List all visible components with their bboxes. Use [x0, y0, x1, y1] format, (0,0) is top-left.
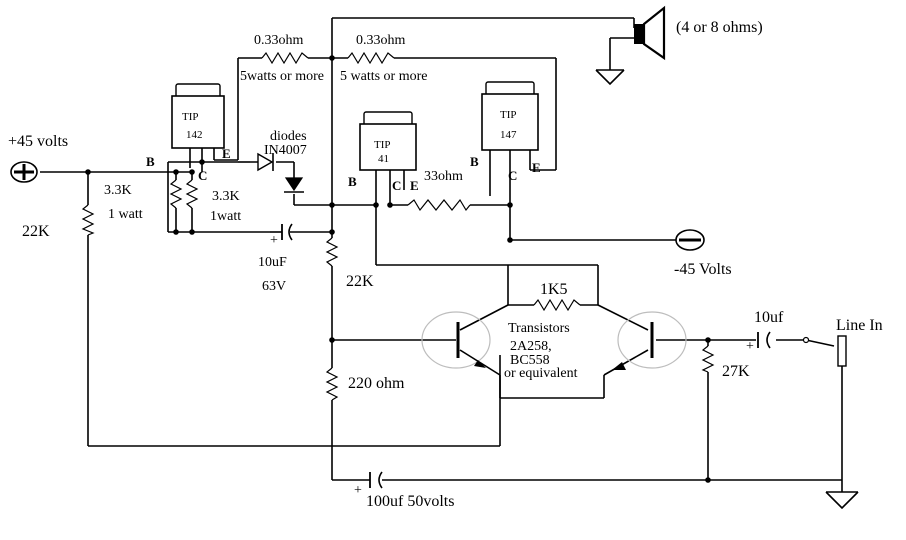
resistor-label: 27K — [722, 363, 750, 380]
resistor-0-33ohm-left — [261, 51, 309, 65]
capacitor-plus: + — [746, 339, 754, 354]
transistors-part1: 2A258, — [510, 339, 552, 354]
capacitor-value: 100uf 50volts — [366, 493, 454, 510]
resistor-label: 0.33ohm — [356, 33, 406, 48]
resistor-power-label: 1watt — [210, 209, 241, 224]
diode-icon — [284, 177, 304, 193]
junction-dot — [329, 337, 335, 343]
resistor-power-label: 1 watt — [108, 207, 143, 222]
negative-supply-terminal — [675, 229, 705, 251]
pin-label-e: E — [410, 178, 419, 193]
resistor-power-label: 5 watts or more — [340, 69, 427, 84]
transistor-number: 41 — [378, 153, 389, 165]
junctions — [85, 55, 810, 483]
capacitor-10uf — [270, 223, 293, 241]
capacitor-value: 10uf — [754, 309, 784, 326]
transistor-number: 142 — [186, 129, 203, 141]
speaker-label: (4 or 8 ohms) — [676, 19, 763, 36]
junction-dot — [85, 169, 91, 175]
transistor-number: 147 — [500, 129, 517, 141]
transistor-pnp-left — [421, 311, 491, 369]
pin-label-c: C — [392, 178, 401, 193]
pin-label-c: C — [198, 168, 207, 183]
resistor-power-label: 5watts or more — [240, 69, 324, 84]
transistor-pnp-right — [612, 311, 687, 370]
resistor-label: 3.3K — [104, 183, 132, 198]
transistor-name: TIP — [182, 111, 199, 123]
junction-dot — [507, 237, 513, 243]
capacitor-plus: + — [270, 233, 278, 248]
ground-icon — [825, 491, 859, 510]
junction-dot — [199, 159, 205, 165]
wires — [40, 17, 843, 492]
transistor-name: TIP — [374, 139, 391, 151]
resistor-label: 1K5 — [540, 281, 568, 298]
junction-dot — [173, 229, 179, 235]
junction-dot — [329, 55, 335, 61]
resistor-label: 22K — [346, 273, 374, 290]
resistor-33ohm — [407, 198, 471, 212]
transistors-title: Transistors — [508, 321, 570, 336]
pin-label-b: B — [146, 154, 155, 169]
pin-label-e: E — [532, 160, 541, 175]
junction-dot — [507, 202, 513, 208]
resistor-22k-left — [81, 204, 95, 236]
junction-dot — [173, 169, 179, 175]
transistor-name: TIP — [500, 109, 517, 121]
pin-label-c: C — [508, 168, 517, 183]
capacitor-100uf — [369, 471, 383, 489]
line-in-label: Line In — [836, 317, 883, 334]
junction-dot — [189, 229, 195, 235]
junction-dot — [373, 202, 379, 208]
diodes-title: diodes — [270, 129, 307, 144]
diode-icon — [257, 152, 274, 172]
pin-label-b: B — [470, 154, 479, 169]
ground-icon — [595, 69, 625, 86]
pin-label-e: E — [222, 146, 231, 161]
resistor-label: 33ohm — [424, 169, 463, 184]
junction-dot — [329, 229, 335, 235]
junction-dot — [189, 169, 195, 175]
transistor-tip41 — [359, 111, 417, 171]
resistor-220ohm — [325, 367, 339, 401]
transistor-tip147 — [481, 81, 539, 151]
capacitor-value: 10uF — [258, 255, 287, 270]
junction-dot — [329, 202, 335, 208]
junction-dot — [705, 337, 711, 343]
resistor-0-33ohm-right — [347, 51, 395, 65]
speaker-icon — [634, 5, 666, 61]
junction-dot — [387, 202, 393, 208]
negative-supply-label: -45 Volts — [674, 261, 732, 278]
resistor-1k5 — [533, 298, 581, 312]
resistor-27k — [701, 345, 715, 373]
capacitor-voltage: 63V — [262, 279, 286, 294]
line-in-jack-icon — [837, 335, 847, 367]
resistor-3-3k-a — [169, 179, 183, 209]
input-terminal — [802, 336, 810, 344]
junction-dot — [705, 477, 711, 483]
capacitor-10uf-input — [757, 331, 771, 349]
transistors-part3: or equivalent — [504, 366, 578, 381]
capacitor-plus: + — [354, 483, 362, 498]
resistor-label: 0.33ohm — [254, 33, 304, 48]
resistor-label: 3.3K — [212, 189, 240, 204]
resistor-22k-mid — [325, 237, 339, 267]
pin-label-b: B — [348, 174, 357, 189]
diodes-part: IN4007 — [264, 143, 307, 158]
resistor-label: 22K — [22, 223, 50, 240]
positive-supply-label: +45 volts — [8, 133, 68, 150]
positive-supply-terminal — [10, 161, 38, 183]
transistor-tip142 — [171, 83, 225, 149]
transistors-part2: BC558 — [510, 353, 550, 368]
resistor-3-3k-b — [185, 179, 199, 209]
resistor-label: 220 ohm — [348, 375, 405, 392]
